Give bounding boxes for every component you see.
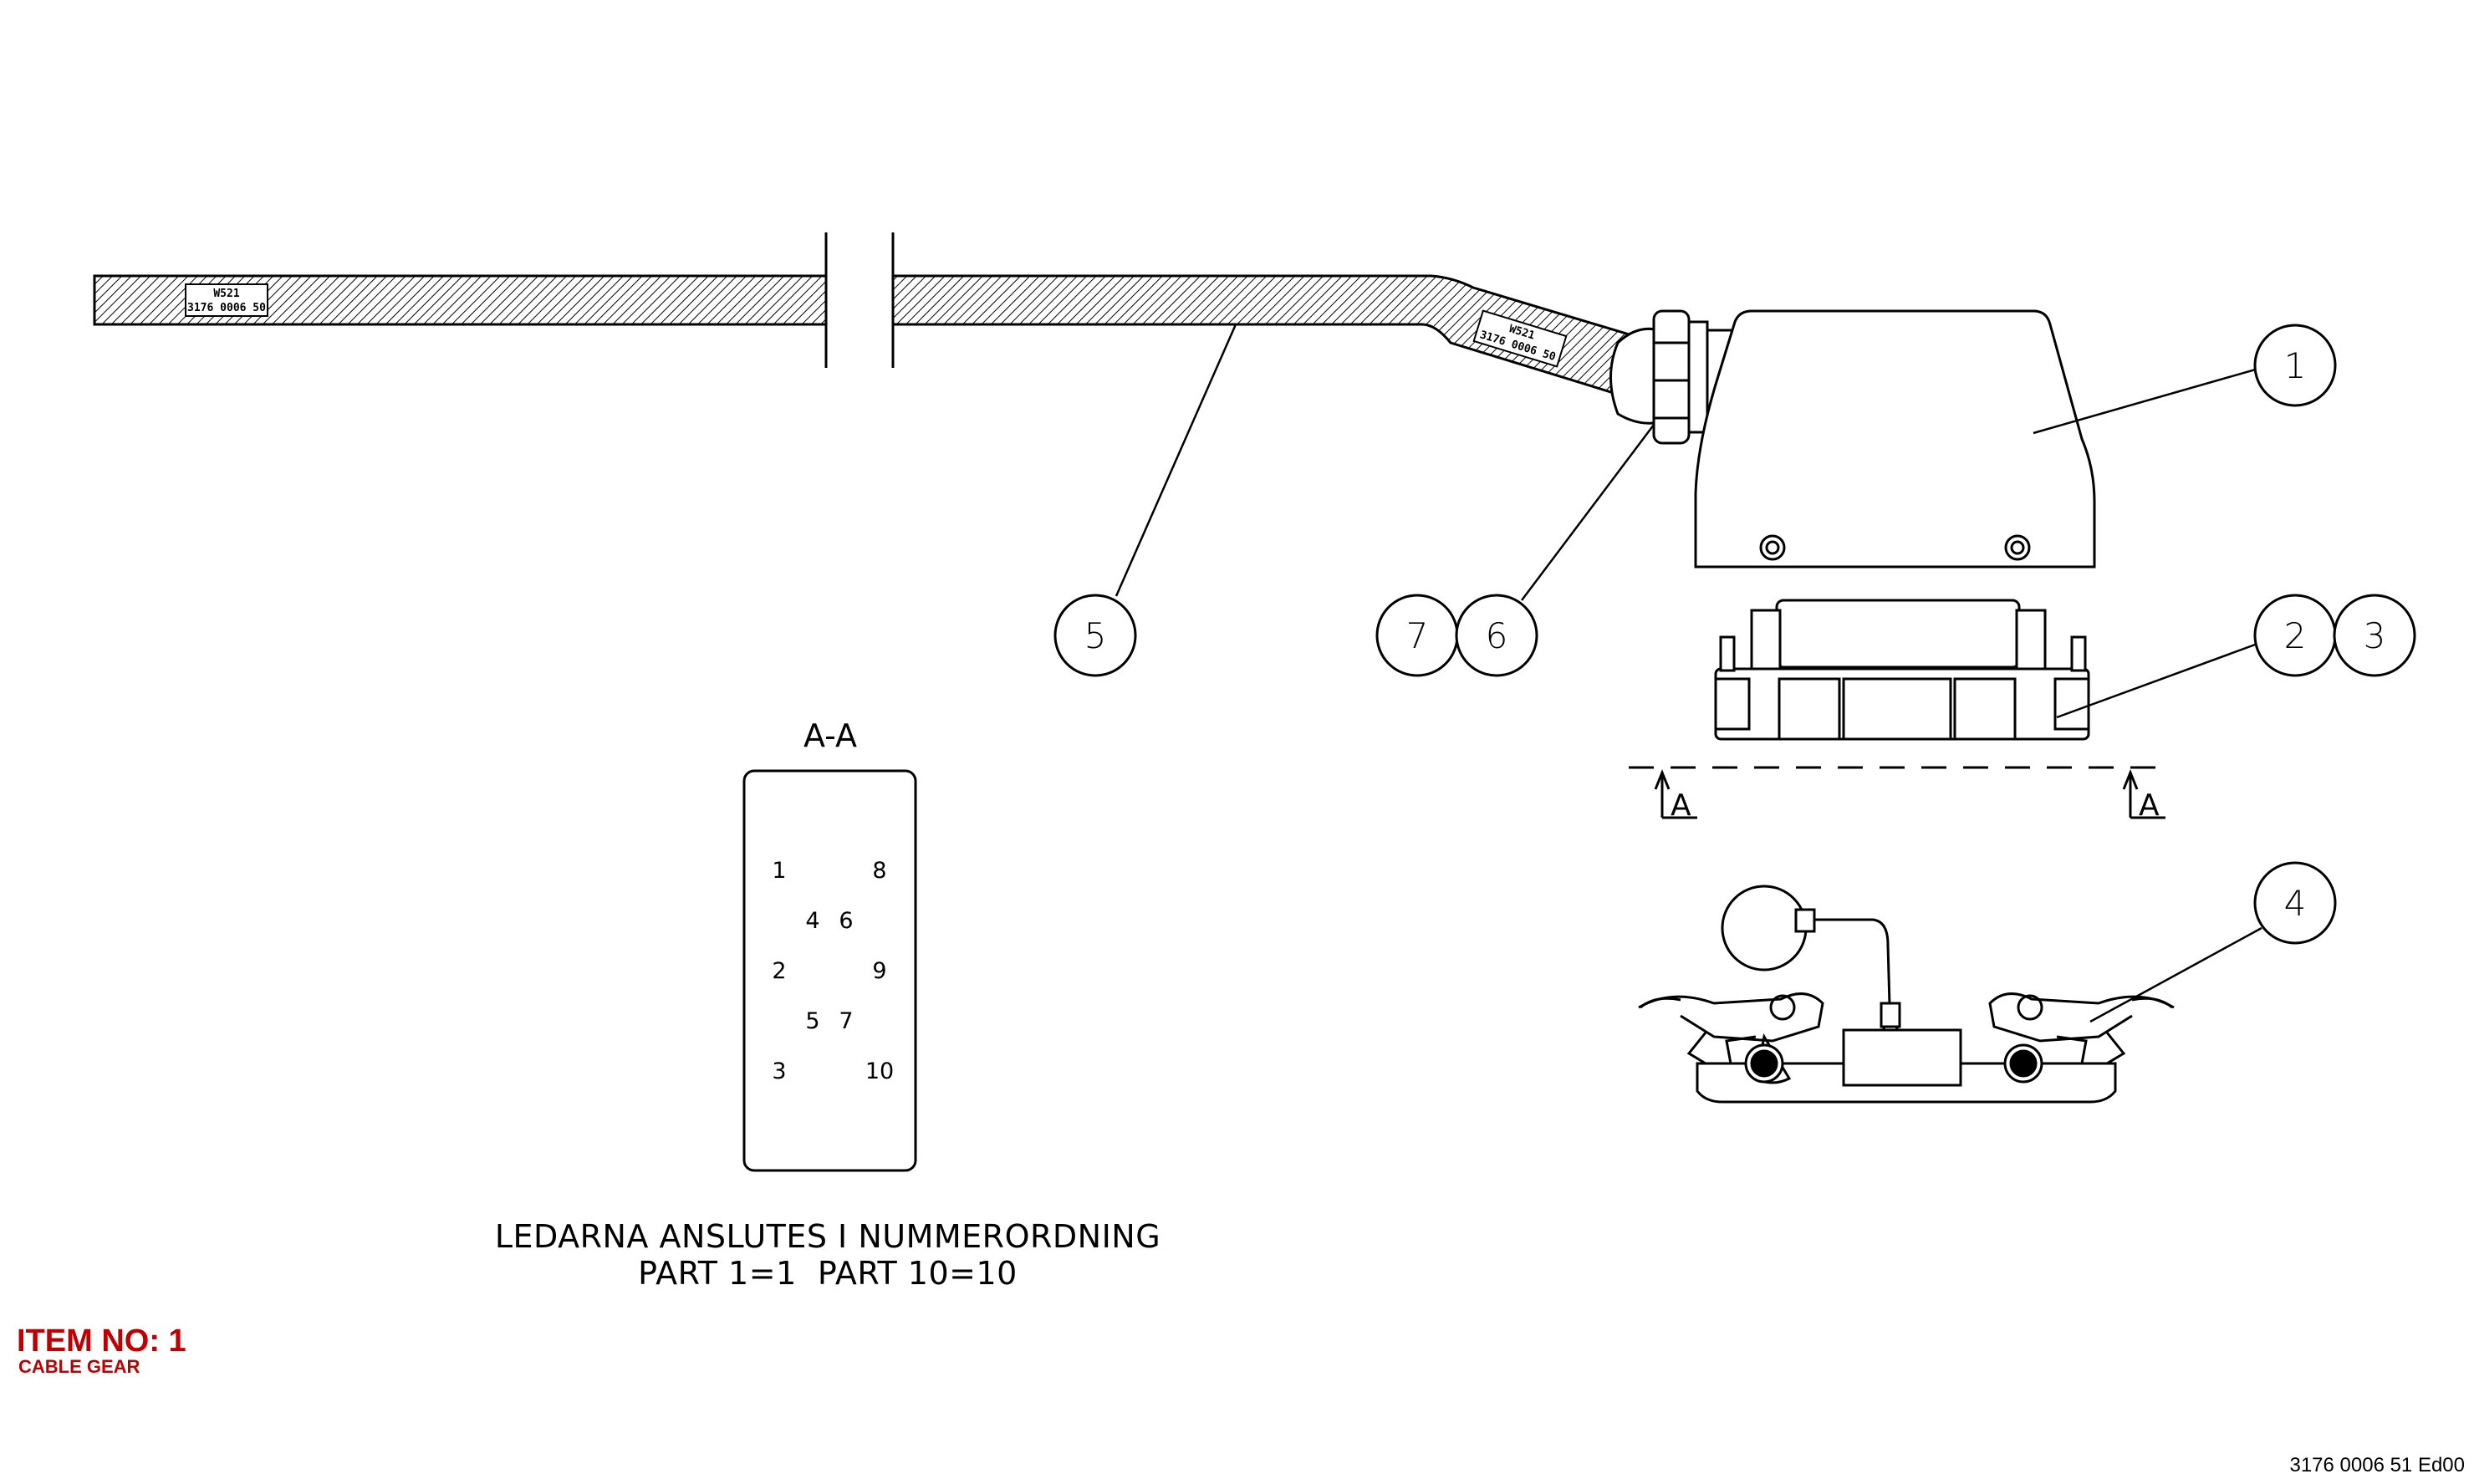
balloon-3-label: 3 [2364,615,2386,656]
section-marker-right: A [2139,788,2160,823]
section-outline [742,769,917,1172]
balloon-6-label: 6 [1486,615,1508,656]
cable-label-left-line1: W521 [213,288,239,300]
leader-lines [1115,324,2271,1023]
item-subtitle: CABLE GEAR [18,1356,140,1377]
cable-label-left-line2: 3176 0006 50 [187,302,266,314]
balloon-2: 2 [2253,594,2337,677]
connector-insert [1714,599,2090,741]
pin-3: 3 [772,1058,786,1084]
drawing-number: 3176 0006 51 Ed00 [2289,1454,2465,1476]
balloon-4: 4 [2253,861,2337,945]
section-line: A A [1629,766,2165,823]
balloon-1: 1 [2253,324,2337,407]
pin-5: 5 [805,1008,819,1034]
pin-7: 7 [839,1008,853,1034]
note-line-1: LEDARNA ANSLUTES I NUMMERORDNING [495,1218,1160,1255]
balloon-5-label: 5 [1084,615,1107,656]
pin-8: 8 [872,858,886,884]
cable-label-left: W521 3176 0006 50 [185,283,268,317]
cable-assembly: W521 3176 0006 50 W521 3176 0006 50 [93,232,1636,395]
balloon-3: 3 [2333,594,2416,677]
pin-6: 6 [839,908,853,934]
pin-10: 10 [865,1058,894,1084]
pin-9: 9 [872,958,886,984]
section-marker-left: A [1671,788,1691,823]
balloon-4-label: 4 [2284,883,2307,924]
balloon-7: 7 [1375,594,1459,677]
balloon-7-label: 7 [1406,615,1429,656]
note-line-2: PART 1=1 PART 10=10 [638,1255,1018,1292]
balloon-1-label: 1 [2284,345,2307,386]
item-title: ITEM NO: 1 [17,1323,186,1359]
connector-base [1638,885,2175,1104]
connector-hood [1694,309,2096,569]
section-title: A-A [803,717,857,754]
balloon-6: 6 [1455,594,1538,677]
wiring-note: LEDARNA ANSLUTES I NUMMERORDNING PART 1=… [495,1218,1160,1292]
pin-4: 4 [805,908,819,934]
balloon-2-label: 2 [2284,615,2307,656]
pin-2: 2 [772,958,786,984]
balloon-5: 5 [1053,594,1137,677]
pin-1: 1 [772,858,786,884]
section-view: A-A 1 8 4 6 2 9 5 7 3 10 [742,717,917,1172]
item-stamp: ITEM NO: 1 CABLE GEAR [17,1323,186,1377]
